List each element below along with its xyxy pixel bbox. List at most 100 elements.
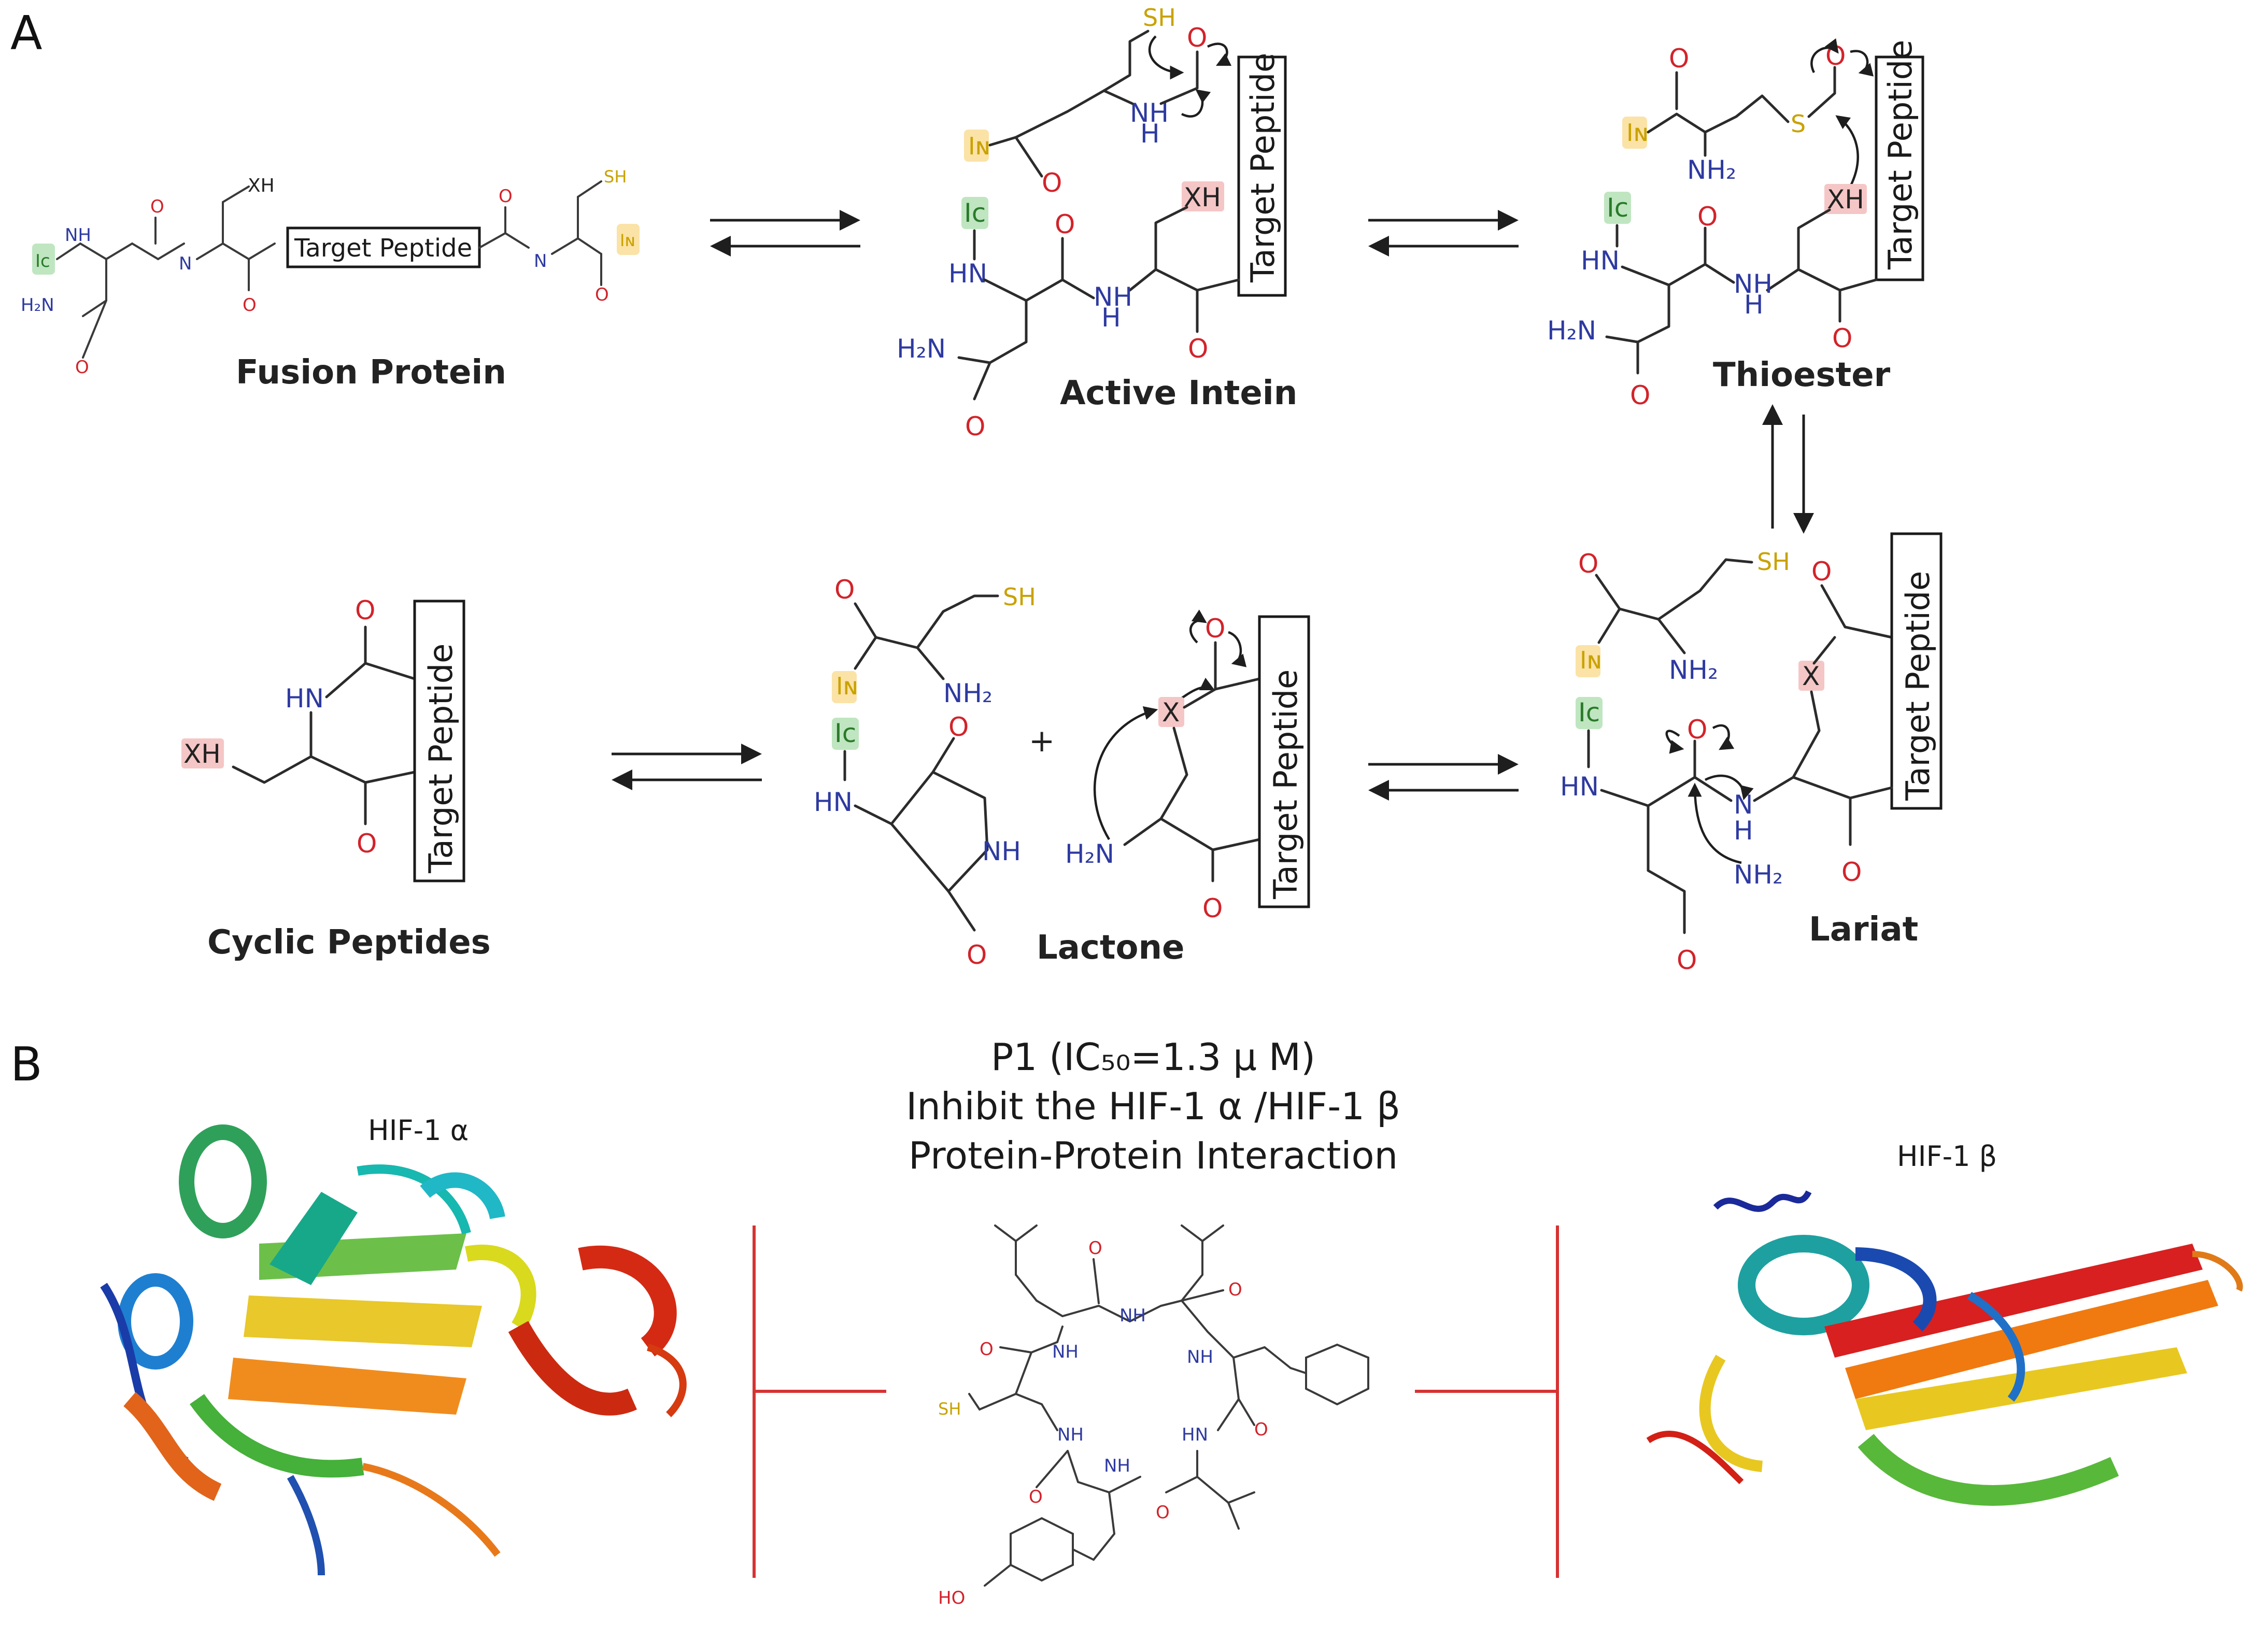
o-label: O xyxy=(834,575,855,605)
target-peptide-label: Target Peptide xyxy=(1881,40,1919,270)
lariat-label: Lariat xyxy=(1809,910,1918,949)
active-intein-structure: SH O Iɴ NH H O Target Peptide XH O NH H … xyxy=(897,4,1287,441)
nh-label: NH xyxy=(1094,282,1132,312)
lactone-label: Lactone xyxy=(1037,929,1184,967)
ic-label: Iᴄ xyxy=(1578,697,1600,728)
o-label: O xyxy=(1202,893,1223,923)
o-label: O xyxy=(1187,23,1207,53)
o-label: O xyxy=(499,186,513,207)
equilibrium-arrow-2 xyxy=(1368,210,1519,256)
lariat-structure: O SH NH₂ Iɴ O Target Peptide X O N H O N… xyxy=(1560,532,1943,975)
fusion-protein-structure: Iᴄ H₂N O NH O N XH O Target Peptide O N … xyxy=(21,167,640,378)
nh-label: NH xyxy=(1119,1305,1146,1326)
o-label: O xyxy=(1228,1279,1242,1300)
hn-label: HN xyxy=(285,683,324,714)
o-label: O xyxy=(1088,1238,1102,1259)
nh-label: NH xyxy=(982,836,1021,866)
o-label: O xyxy=(967,940,987,970)
ic-label: Iᴄ xyxy=(834,718,856,748)
o-label: O xyxy=(1254,1419,1268,1440)
in-label: Iɴ xyxy=(968,132,990,160)
equilibrium-arrow-3 xyxy=(1368,754,1519,801)
h-label: H xyxy=(1734,816,1753,846)
ic-label: Iᴄ xyxy=(964,198,986,228)
thioester-structure: O Iɴ NH₂ S O Target Peptide XH O NH H O … xyxy=(1547,38,1924,410)
o-label: O xyxy=(980,1339,994,1360)
o-label: O xyxy=(965,411,985,441)
o-label: O xyxy=(1697,202,1718,232)
o-label: O xyxy=(355,595,375,625)
o-label: O xyxy=(1811,557,1832,587)
target-peptide-label: Target Peptide xyxy=(422,644,460,874)
panel-label-a: A xyxy=(10,6,42,61)
nh-label: NH xyxy=(65,225,91,246)
xh-label: XH xyxy=(183,739,221,769)
h-label: H xyxy=(1101,303,1121,333)
o-label: O xyxy=(1578,549,1598,579)
o-label: O xyxy=(1156,1502,1170,1523)
ic-label: Iᴄ xyxy=(1607,193,1628,223)
o-label: O xyxy=(1630,380,1650,410)
h2n-label: H₂N xyxy=(897,334,946,364)
p1-title-line1: P1 (IC₅₀=1.3 μ M) xyxy=(991,1035,1315,1079)
thioester-label: Thioester xyxy=(1713,356,1891,394)
panel-label-b: B xyxy=(10,1037,42,1092)
inhibition-symbol-right xyxy=(1415,1225,1559,1578)
xh-label: XH xyxy=(1827,184,1864,215)
nh-label: NH xyxy=(1104,1456,1130,1476)
o-label: O xyxy=(1825,41,1846,71)
h2n-label: H₂N xyxy=(1065,839,1114,869)
hn-label: HN xyxy=(814,787,853,817)
equilibrium-arrow-4 xyxy=(612,744,762,790)
o-label: O xyxy=(1205,614,1225,644)
s-label: S xyxy=(1791,110,1806,138)
hif1a-label: HIF-1 α xyxy=(368,1114,469,1147)
hn-label: HN xyxy=(948,259,987,289)
nh-label: NH xyxy=(1734,269,1773,299)
o-label: O xyxy=(1042,168,1062,198)
hif1b-label: HIF-1 β xyxy=(1897,1140,1997,1173)
o-label: O xyxy=(243,295,257,316)
sh-label: SH xyxy=(1003,583,1036,611)
n-label: N xyxy=(179,253,192,274)
cyclic-peptides-label: Cyclic Peptides xyxy=(207,923,491,962)
in-label: Iɴ xyxy=(1580,646,1602,674)
p1-cyclic-peptide-structure: O NH O NH HN O O NH HO O NH SH NH O xyxy=(938,1224,1369,1608)
nh-label: NH xyxy=(1057,1424,1084,1445)
o-label: O xyxy=(1188,334,1208,364)
x-label: X xyxy=(1802,661,1820,691)
h-label: H xyxy=(1140,119,1160,149)
nh2-label: NH₂ xyxy=(1669,655,1718,685)
h2n-label: H₂N xyxy=(1547,316,1596,346)
o-label: O xyxy=(357,829,377,859)
nh2-label: NH₂ xyxy=(1687,155,1736,185)
x-label: X xyxy=(1162,697,1180,728)
target-peptide-label: Target Peptide xyxy=(1244,53,1282,283)
o-label: O xyxy=(595,284,609,305)
nh-label: NH xyxy=(1187,1347,1213,1367)
lactone-structure: O X O H₂N Target Peptide xyxy=(1065,609,1310,923)
o-label: O xyxy=(1029,1487,1043,1507)
o-label: O xyxy=(1841,857,1862,887)
o-label: O xyxy=(75,357,89,378)
o-label: O xyxy=(150,196,164,217)
hif1a-protein-ribbon xyxy=(100,1124,687,1576)
fusion-protein-label: Fusion Protein xyxy=(236,353,506,392)
target-peptide-label: Target Peptide xyxy=(1267,669,1305,900)
inhibition-symbol-left xyxy=(753,1225,886,1578)
hn-label: HN xyxy=(1560,772,1599,802)
o-label: O xyxy=(1669,44,1689,74)
p1-title-line2: Inhibit the HIF-1 α /HIF-1 β xyxy=(906,1085,1400,1128)
target-peptide-label: Target Peptide xyxy=(1899,571,1937,801)
target-peptide-label: Target Peptide xyxy=(294,234,472,263)
ho-label: HO xyxy=(938,1588,965,1608)
active-intein-label: Active Intein xyxy=(1060,374,1297,412)
xh-label: XH xyxy=(1184,182,1221,212)
nh-label: NH xyxy=(1052,1342,1079,1362)
o-label: O xyxy=(1055,209,1075,239)
ic-label: Iᴄ xyxy=(35,251,50,272)
o-label: O xyxy=(1687,715,1707,745)
o-label: O xyxy=(1832,323,1852,353)
plus-sign: + xyxy=(1029,723,1055,759)
